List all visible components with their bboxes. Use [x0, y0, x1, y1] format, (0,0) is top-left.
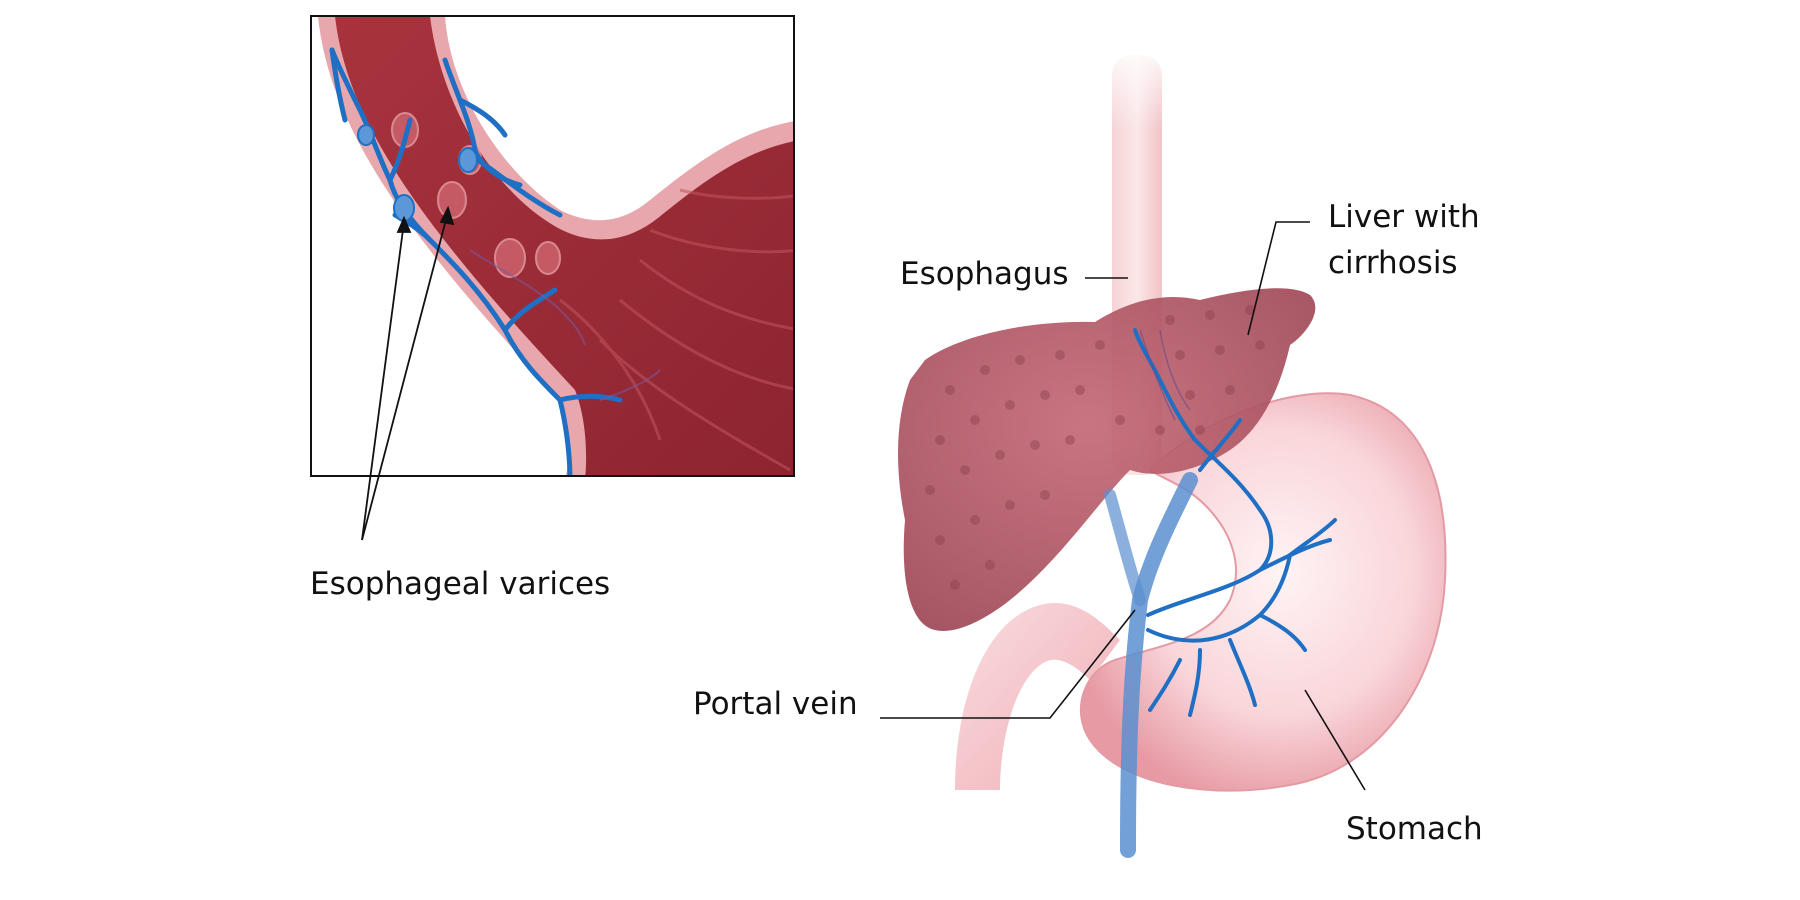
stomach [1080, 392, 1447, 792]
liver [898, 288, 1316, 631]
liver-label-line1: Liver with [1328, 199, 1480, 235]
esophageal-lumen [335, 16, 794, 476]
esophageal-varices-label: Esophageal varices [310, 566, 611, 602]
inset-detail [310, 15, 795, 477]
portal-vein-leader [880, 609, 1136, 719]
portal-vein-label: Portal vein [693, 686, 858, 722]
liver-nodules [925, 305, 1265, 590]
mucosal-folds [559, 188, 794, 472]
gastric-veins [1133, 328, 1337, 717]
esophagus-label: Esophagus [900, 256, 1069, 292]
varices-leader-arrows [361, 205, 455, 541]
liver-leader [1247, 221, 1310, 336]
duodenum [955, 603, 1120, 790]
portal-vein [1104, 472, 1198, 858]
liver-label-line2: cirrhosis [1328, 245, 1458, 281]
leader-lines [880, 221, 1366, 791]
faint-veins [469, 249, 661, 401]
small-vessels [1139, 329, 1191, 421]
inset-frame [310, 15, 795, 477]
stomach-leader [1304, 689, 1366, 791]
stomach-label: Stomach [1346, 811, 1483, 847]
main-anatomy [898, 40, 1447, 858]
inset-veins [329, 47, 623, 476]
